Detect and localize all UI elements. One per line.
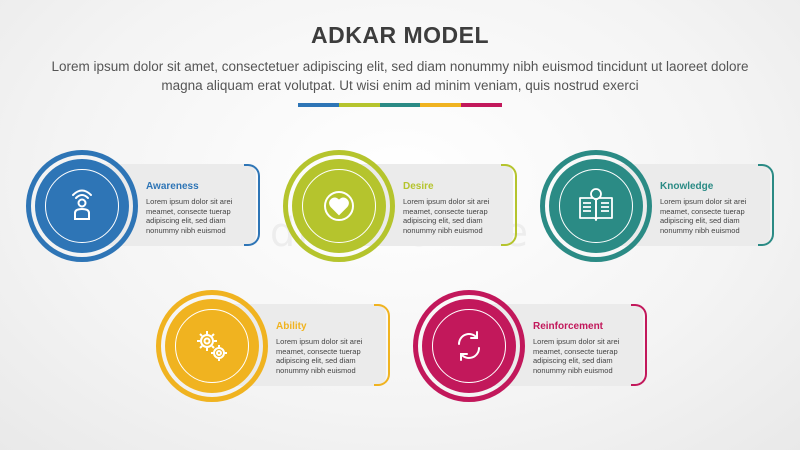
outer-ring: [283, 150, 395, 262]
item-description: Lorem ipsum dolor sit arei meamet, conse…: [276, 337, 363, 375]
card-frame: [758, 164, 774, 246]
item-title: Ability: [276, 321, 307, 332]
outer-ring: [540, 150, 652, 262]
adkar-item-reinforcement: Reinforcement Lorem ipsum dolor sit arei…: [413, 290, 653, 406]
item-title: Knowledge: [660, 181, 714, 192]
adkar-item-ability: Ability Lorem ipsum dolor sit arei meame…: [156, 290, 396, 406]
item-title: Reinforcement: [533, 321, 604, 332]
adkar-item-desire: Desire Lorem ipsum dolor sit arei meamet…: [283, 150, 523, 266]
page-title: ADKAR MODEL: [311, 22, 489, 48]
card-frame: [501, 164, 517, 246]
heart-icon: [324, 191, 354, 221]
card-frame: [631, 304, 647, 386]
icon-circle: [292, 159, 386, 253]
item-description: Lorem ipsum dolor sit arei meamet, conse…: [403, 197, 490, 235]
card-frame: [374, 304, 390, 386]
icon-circle: [165, 299, 259, 393]
icon-circle: [35, 159, 129, 253]
item-description: Lorem ipsum dolor sit arei meamet, conse…: [146, 197, 233, 235]
adkar-item-awareness: Awareness Lorem ipsum dolor sit arei mea…: [26, 150, 266, 266]
item-title: Desire: [403, 181, 434, 192]
icon-circle: [422, 299, 516, 393]
cycle-arrows-icon: [458, 331, 480, 361]
divider-segment-1: [298, 103, 339, 107]
page-subtitle: Lorem ipsum dolor sit amet, consectetuer…: [51, 59, 749, 93]
adkar-item-knowledge: Knowledge Lorem ipsum dolor sit arei mea…: [540, 150, 780, 266]
book-bulb-icon: [579, 188, 613, 221]
divider-segment-3: [379, 103, 421, 107]
item-description: Lorem ipsum dolor sit arei meamet, conse…: [533, 337, 620, 375]
divider-segment-5: [461, 103, 502, 107]
outer-ring: [413, 290, 525, 402]
title-divider: [298, 103, 502, 107]
icon-circle: [549, 159, 643, 253]
card-frame: [244, 164, 260, 246]
divider-segment-4: [420, 103, 462, 107]
outer-ring: [26, 150, 138, 262]
item-description: Lorem ipsum dolor sit arei meamet, conse…: [660, 197, 747, 235]
gears-icon: [197, 331, 227, 361]
person-signal-icon: [72, 189, 92, 220]
outer-ring: [156, 290, 268, 402]
item-title: Awareness: [146, 181, 199, 192]
divider-segment-2: [338, 103, 380, 107]
